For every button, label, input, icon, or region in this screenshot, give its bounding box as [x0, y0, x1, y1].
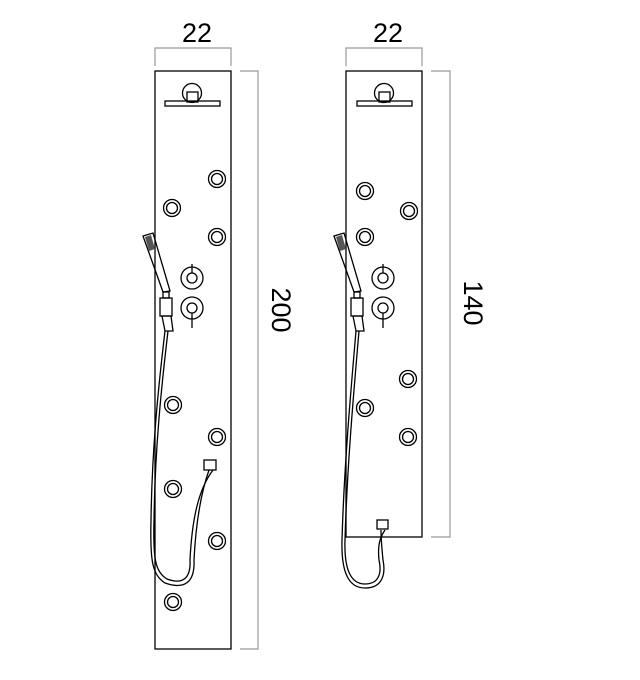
height-label: 200 [266, 287, 296, 332]
tall-panel: 22 200 [142, 18, 296, 650]
body-jet-icon [399, 201, 419, 221]
body-jet-icon [355, 181, 375, 201]
width-label: 22 [373, 18, 403, 48]
hand-shower-icon [333, 232, 365, 332]
overhead-shower-icon [356, 82, 413, 107]
hose-connector [376, 519, 389, 530]
body-jet-icon [355, 398, 375, 418]
body-jet-icon [207, 169, 227, 189]
panel-outline [154, 70, 232, 650]
mixer-valve-icon [371, 296, 395, 328]
body-jet-icon [207, 531, 227, 551]
mixer-valve-icon [180, 296, 204, 328]
mixer-valve-icon [180, 264, 204, 290]
mixer-valve-icon [371, 264, 395, 290]
body-jet-icon [398, 427, 418, 447]
width-dimension-line [345, 47, 423, 66]
overhead-shower-icon [164, 82, 221, 107]
body-jet-icon [207, 427, 227, 447]
body-jet-icon [207, 227, 227, 247]
body-jet-icon [163, 395, 183, 415]
short-panel: 22 140 [333, 18, 488, 589]
width-label: 22 [182, 18, 212, 48]
hose-connector [203, 459, 217, 471]
body-jet-icon [162, 198, 182, 218]
hose-icon [341, 330, 389, 589]
width-dimension-line [154, 47, 232, 66]
body-jet-icon [355, 227, 375, 247]
body-jet-icon [163, 592, 183, 612]
height-dimension-line [240, 70, 259, 650]
body-jet-icon [398, 369, 418, 389]
height-dimension-line [431, 70, 451, 538]
hand-shower-icon [142, 232, 174, 332]
panel-outline [345, 70, 423, 538]
height-label: 140 [458, 280, 488, 325]
hose-icon [150, 330, 217, 587]
body-jet-icon [163, 479, 183, 499]
